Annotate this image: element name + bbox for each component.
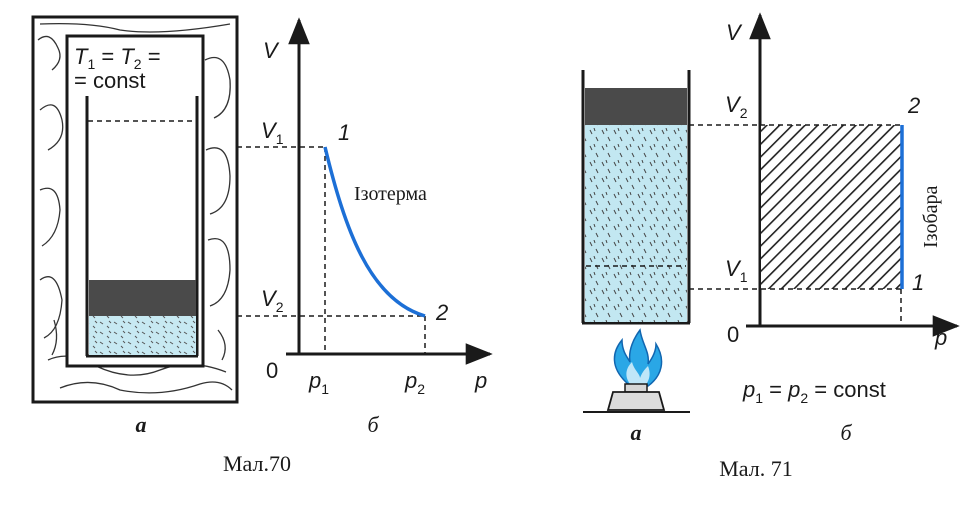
fig70-caption: Мал.70 xyxy=(223,451,291,476)
fig70-v-axis-label: V xyxy=(263,38,280,63)
work-area-hatched xyxy=(761,125,901,289)
fig71-graph: V p 0 V2 V1 2 1 Ізобара p1 = p2 = const xyxy=(689,12,960,406)
fig70-v1-label: V1 xyxy=(261,118,284,147)
fig70-point-2-label: 2 xyxy=(435,300,448,325)
fig70-condition-line1: T1 = T2 = xyxy=(74,44,161,72)
fig71-v2-label: V2 xyxy=(725,92,748,121)
fig70-origin-label: 0 xyxy=(266,358,278,383)
fig70-p1-label: p1 xyxy=(308,368,329,397)
fig70-apparatus: T1 = T2 = = const xyxy=(31,15,239,404)
fig71-condition: p1 = p2 = const xyxy=(742,377,886,406)
fig70-p-axis-label: p xyxy=(474,368,487,393)
fig71-apparatus xyxy=(581,70,691,413)
fig70-point-1-label: 1 xyxy=(338,120,350,145)
fig71-panel-b-label: б xyxy=(840,420,852,445)
isotherm-label: Ізотерма xyxy=(354,183,427,205)
isotherm-curve xyxy=(323,146,426,318)
piston xyxy=(89,280,196,316)
fig70-p2-label: p2 xyxy=(404,368,425,397)
gas-compressed xyxy=(89,316,196,355)
fig71-caption: Мал. 71 xyxy=(719,456,793,481)
gas-expanded xyxy=(585,125,687,322)
fig70-panel-a-label: а xyxy=(136,412,147,437)
fig71-p-axis-label: p xyxy=(934,325,947,350)
fig70-graph: V p 0 V1 V2 p1 p2 1 2 Ізотерма xyxy=(237,17,493,397)
fig70-panel-b-label: б xyxy=(367,412,379,437)
fig71-point-1-label: 1 xyxy=(912,270,924,295)
fig70-condition-line2: = const xyxy=(74,68,146,93)
isobar-label: Ізобара xyxy=(920,186,942,248)
fig71-v1-label: V1 xyxy=(725,256,748,285)
fig71-panel-a-label: а xyxy=(631,420,642,445)
fig71-point-2-label: 2 xyxy=(907,93,920,118)
fig71-v-axis-label: V xyxy=(726,20,743,45)
fig70-v2-label: V2 xyxy=(261,286,284,315)
flame-icon xyxy=(613,328,663,387)
piston xyxy=(585,88,687,125)
fig71-origin-label: 0 xyxy=(727,322,739,347)
gas-burner xyxy=(583,328,690,413)
